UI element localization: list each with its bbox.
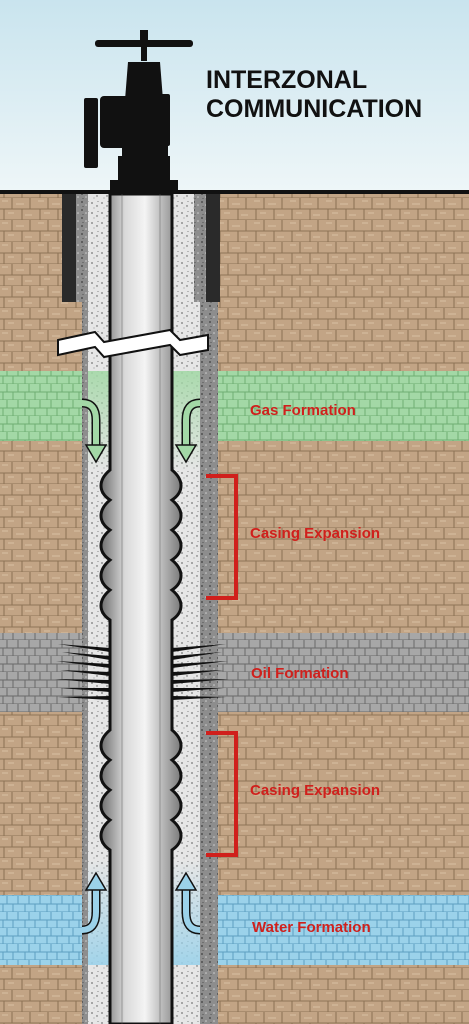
casing-expansion-label-upper: Casing Expansion [250, 525, 380, 542]
perforations-left [55, 644, 110, 700]
ground-surface [0, 190, 469, 194]
earth-layer [0, 194, 469, 1024]
perforations-right [172, 644, 229, 700]
water-formation-band [0, 895, 469, 965]
gas-formation-label: Gas Formation [250, 402, 356, 419]
casing-expansion-bracket-upper [206, 474, 238, 600]
title-line-2: COMMUNICATION [206, 95, 422, 123]
title-line-1: INTERZONAL [206, 66, 367, 94]
casing-expansion-label-lower: Casing Expansion [250, 782, 380, 799]
sky [0, 0, 469, 192]
gas-flow-arrow-left [81, 398, 108, 464]
water-flow-arrow-right [174, 871, 201, 935]
casing-expansion-bracket-lower [206, 731, 238, 857]
surface-casing-right [206, 194, 220, 302]
gas-formation-band [0, 371, 469, 441]
gas-flow-arrow-right [174, 398, 201, 464]
wellhead-valve-icon [84, 30, 193, 192]
oil-formation-label: Oil Formation [251, 665, 349, 682]
oil-formation-band [0, 633, 469, 712]
production-casing [99, 192, 183, 1024]
surface-cement-right [194, 194, 206, 302]
surface-casing-left [62, 194, 76, 302]
depth-break-symbol [57, 328, 209, 359]
water-flow-arrow-left [81, 871, 108, 935]
water-formation-label: Water Formation [252, 919, 371, 936]
surface-cement-left [76, 194, 88, 302]
